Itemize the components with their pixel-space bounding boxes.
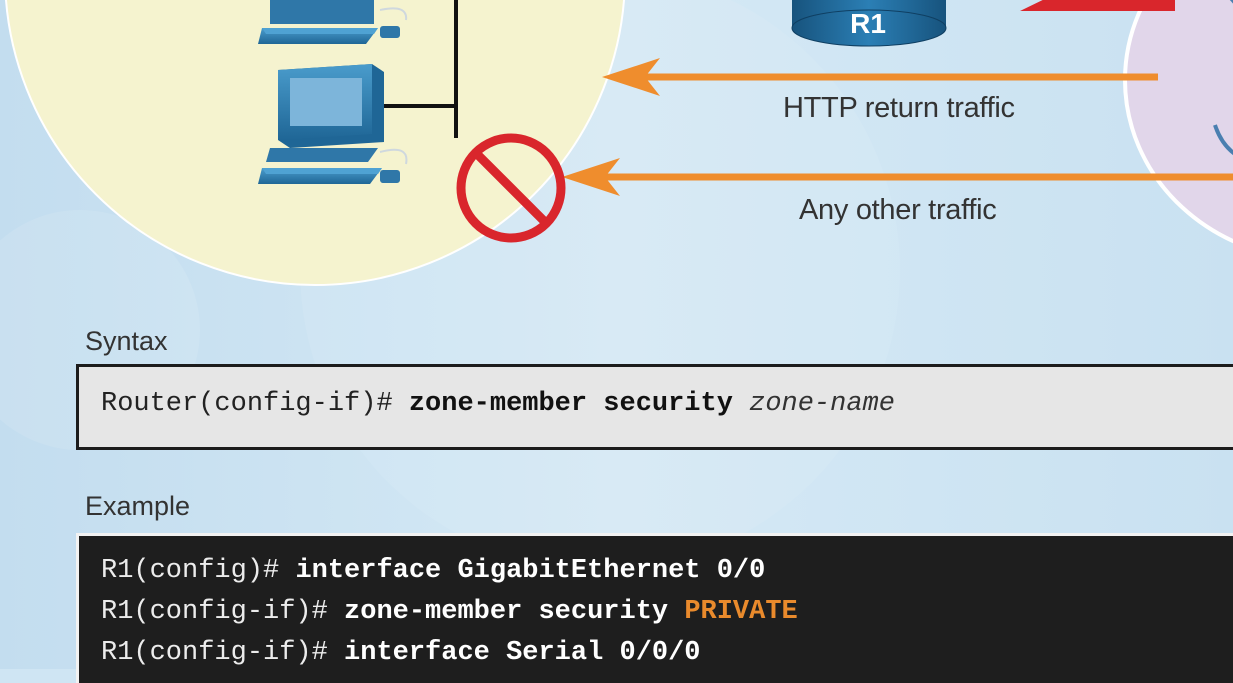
example-heading: Example — [85, 491, 191, 521]
prohibited-icon — [456, 133, 566, 243]
cli-command: zone-member security — [344, 597, 669, 627]
cli-prompt: R1(config)# — [101, 556, 280, 586]
syntax-heading: Syntax — [85, 326, 168, 356]
cli-command: interface Serial 0/0/0 — [344, 638, 701, 668]
example-line: R1(config)# interface GigabitEthernet 0/… — [101, 556, 765, 586]
cli-command: interface GigabitEthernet 0/0 — [295, 556, 766, 586]
pc-icon — [258, 64, 408, 184]
http-return-traffic-label: HTTP return traffic — [783, 92, 1015, 124]
syntax-line: Router(config-if)# zone-member security … — [101, 389, 895, 419]
example-line: R1(config-if)# interface Serial 0/0/0 — [101, 638, 701, 668]
other-traffic-arrow — [562, 158, 1233, 196]
syntax-box: Router(config-if)# zone-member security … — [76, 364, 1233, 450]
zone-name-highlight: PRIVATE — [684, 597, 798, 627]
router-label: R1 — [850, 8, 886, 39]
pc-icon-top — [258, 0, 408, 44]
red-arrow-icon — [1020, 0, 1175, 11]
any-other-traffic-label: Any other traffic — [799, 194, 997, 226]
example-terminal: R1(config)# interface GigabitEthernet 0/… — [76, 533, 1233, 683]
router-r1-icon: R1 — [791, 0, 947, 47]
syntax-prompt: Router(config-if)# — [101, 389, 393, 419]
example-line: R1(config-if)# zone-member security PRIV… — [101, 597, 798, 627]
syntax-argument: zone-name — [749, 389, 895, 419]
http-return-arrow — [602, 58, 1158, 96]
cli-prompt: R1(config-if)# — [101, 638, 328, 668]
syntax-command: zone-member security — [408, 389, 733, 419]
cli-prompt: R1(config-if)# — [101, 597, 328, 627]
